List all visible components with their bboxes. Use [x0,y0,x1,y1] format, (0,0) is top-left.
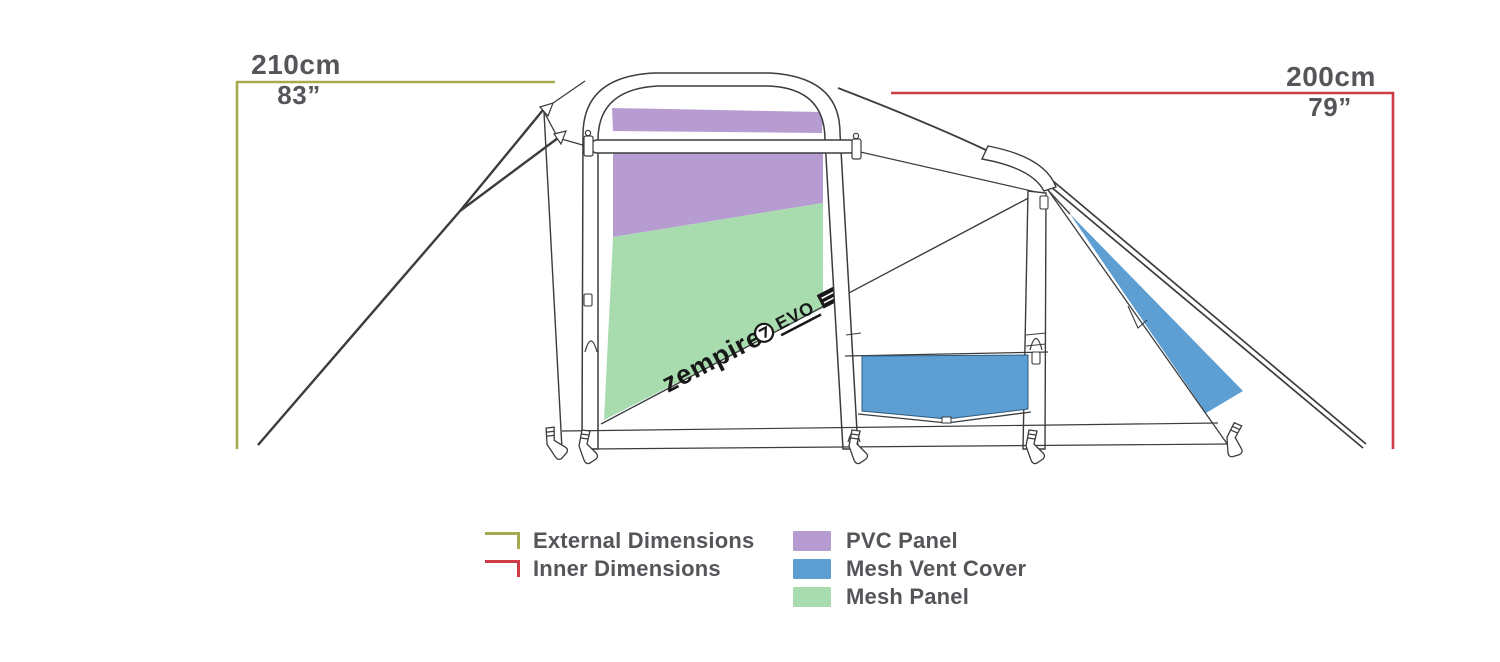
pvc-panel-main [613,152,823,237]
mesh-vent-cover-swatch [793,559,831,579]
external-dimension-corner-icon [485,532,520,549]
legend-item-mesh-vent-cover: Mesh Vent Cover [793,557,1026,585]
legend-item-pvc-panel: PVC Panel [793,529,1026,557]
external-dimension-cm-label: 210cm [251,49,341,80]
inner-dimension-line [891,91,1395,449]
legend-item-inner-dimensions: Inner Dimensions [485,557,754,585]
pvc-panel-swatch [793,531,831,551]
mesh-vent-side-triangle [1070,214,1243,413]
logo-mark-icon [753,322,775,343]
rope-connector-lower [553,130,567,146]
ground-skirt-line [589,443,1229,450]
rear-airbeam [1022,190,1047,450]
inner-tent-diagonal-edge [600,192,1039,425]
external-dimension-inch-label: 83” [277,80,320,110]
inner-dimension-corner-icon [485,560,520,577]
mesh-vent-cover [861,354,1029,420]
guy-rope-right [1045,180,1367,449]
legend-label: External Dimensions [533,528,755,553]
external-dimension-line [235,80,555,449]
mesh-panel [604,203,823,420]
legend-label: Mesh Vent Cover [846,556,1027,581]
panel-legend: PVC Panel Mesh Vent Cover Mesh Panel [793,529,1026,613]
awning-rail-bar [583,129,862,160]
tent-peg [542,423,570,463]
inner-dimension-cm-label: 200cm [1286,61,1376,92]
legend-item-mesh-panel: Mesh Panel [793,585,1026,613]
vent-top-line [844,351,1049,357]
dimension-legend: External Dimensions Inner Dimensions [485,529,754,585]
inner-dimension-inch-label: 79” [1308,92,1351,122]
logo-underline [780,313,822,337]
bar-to-rear-beam-line [855,150,1037,193]
rear-hoop-band [980,145,1057,192]
guy-rope-left [257,80,587,446]
legend-label: PVC Panel [846,528,958,553]
mesh-panel-swatch [793,587,831,607]
tent-peg [1221,421,1250,460]
vent-buckle [941,416,952,424]
legend-item-external-dimensions: External Dimensions [485,529,754,557]
roof-ridge-line [837,87,989,152]
legend-label: Inner Dimensions [533,556,721,581]
pvc-panel-top [612,108,823,133]
rope-connector-top [538,102,555,118]
legend-label: Mesh Panel [846,584,970,609]
vent-flap-notch [1127,305,1148,329]
front-fabric-edge [543,111,563,450]
ground-line [561,422,1219,432]
